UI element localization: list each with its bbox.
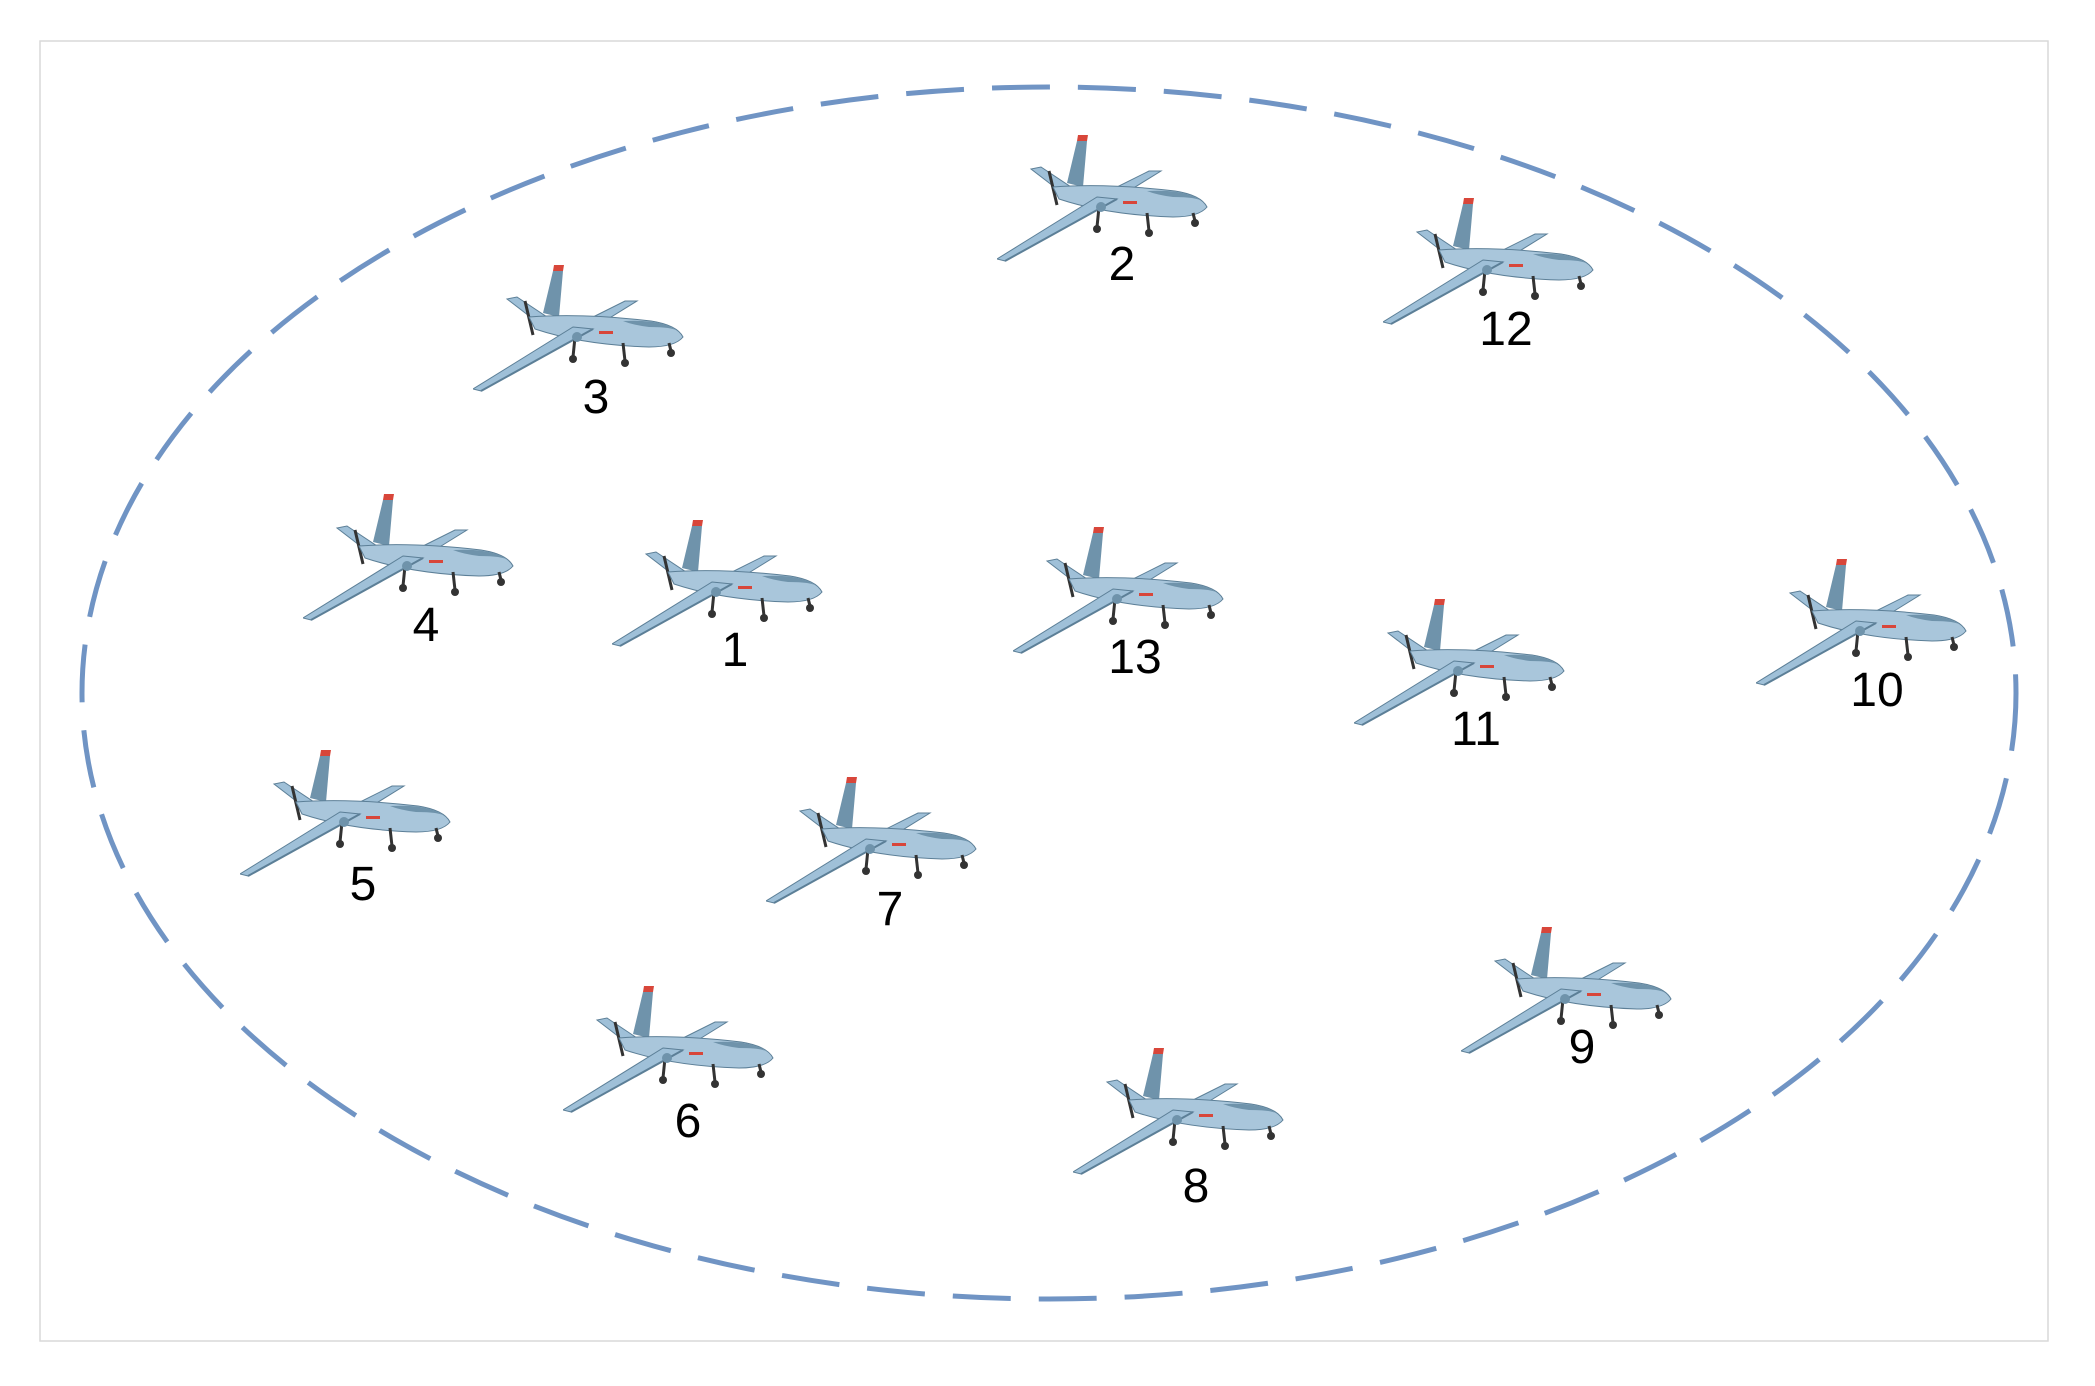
- uav-1: 1: [612, 518, 824, 677]
- uav-8: 8: [1073, 1046, 1285, 1213]
- uav-label: 3: [583, 371, 610, 424]
- uav-2: 2: [997, 133, 1209, 291]
- swarm-boundary-ellipse: [79, 84, 2019, 1302]
- uav-drone-icon: [240, 748, 452, 878]
- uav-drone-icon: [766, 775, 978, 905]
- uav-12: 12: [1383, 196, 1595, 356]
- uav-6: 6: [563, 984, 775, 1148]
- uav-label: 5: [350, 858, 377, 911]
- uav-label: 10: [1850, 664, 1903, 717]
- uav-drone-icon: [1073, 1046, 1285, 1176]
- uav-drone-icon: [997, 133, 1209, 263]
- uav-label: 2: [1109, 238, 1136, 291]
- uav-13: 13: [1013, 525, 1225, 684]
- uav-7: 7: [766, 775, 978, 936]
- uav-label: 7: [877, 883, 904, 936]
- uav-label: 8: [1183, 1160, 1210, 1213]
- uav-label: 11: [1451, 703, 1501, 756]
- uav-4: 4: [303, 492, 515, 652]
- uav-label: 4: [413, 599, 440, 652]
- uav-drone-icon: [303, 492, 515, 622]
- uav-5: 5: [240, 748, 452, 911]
- uav-drone-icon: [563, 984, 775, 1114]
- uav-11: 11: [1354, 597, 1566, 756]
- uav-10: 10: [1756, 557, 1968, 717]
- uav-9: 9: [1461, 925, 1673, 1074]
- uav-label: 6: [675, 1095, 702, 1148]
- uav-label: 1: [722, 624, 749, 677]
- uav-3: 3: [473, 263, 685, 424]
- uav-drone-icon: [1461, 925, 1673, 1055]
- diagram-frame: [39, 40, 2049, 1342]
- uav-label: 12: [1479, 303, 1532, 356]
- uav-label: 9: [1569, 1021, 1596, 1074]
- uav-drone-icon: [473, 263, 685, 393]
- uav-label: 13: [1108, 631, 1161, 684]
- uav-drone-icon: [612, 518, 824, 648]
